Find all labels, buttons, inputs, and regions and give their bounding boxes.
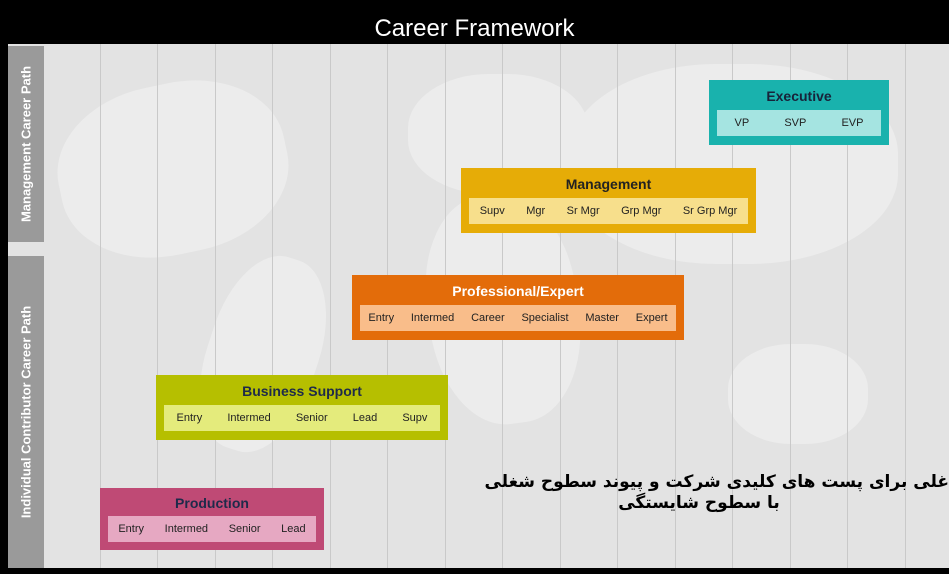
- level-intermed: Intermed: [410, 312, 455, 324]
- management-track: Management Supv Mgr Sr Mgr Grp Mgr Sr Gr…: [461, 168, 756, 233]
- level-intermed: Intermed: [227, 412, 271, 424]
- grid-line: [732, 44, 733, 568]
- level-supv: Supv: [402, 412, 428, 424]
- level-expert: Expert: [635, 312, 668, 324]
- business-title: Business Support: [242, 383, 362, 399]
- executive-track: Executive VP SVP EVP: [709, 80, 889, 145]
- level-senior: Senior: [228, 523, 261, 535]
- management-levels: Supv Mgr Sr Mgr Grp Mgr Sr Grp Mgr: [469, 198, 748, 224]
- production-title: Production: [175, 495, 249, 511]
- level-lead: Lead: [281, 523, 306, 535]
- individual-path-bar: Individual Contributor Career Path: [8, 256, 44, 568]
- individual-path-label: Individual Contributor Career Path: [18, 305, 34, 519]
- map-north-america: [42, 61, 304, 277]
- executive-levels: VP SVP EVP: [717, 110, 881, 136]
- level-sr-grp-mgr: Sr Grp Mgr: [682, 205, 738, 217]
- level-sr-mgr: Sr Mgr: [566, 205, 600, 217]
- grid-line: [905, 44, 906, 568]
- business-levels: Entry Intermed Senior Lead Supv: [164, 405, 440, 431]
- caption-line-2: با سطوح شایستگی: [618, 493, 780, 513]
- level-entry: Entry: [118, 523, 144, 535]
- level-vp: VP: [734, 117, 750, 129]
- level-senior: Senior: [295, 412, 328, 424]
- persian-caption: غلی برای پست های کلیدی شرکت و پیوند سطوح…: [449, 472, 949, 514]
- professional-levels: Entry Intermed Career Specialist Master …: [360, 305, 676, 331]
- grid-line: [272, 44, 273, 568]
- level-grp-mgr: Grp Mgr: [621, 205, 662, 217]
- professional-title: Professional/Expert: [452, 283, 584, 299]
- production-levels: Entry Intermed Senior Lead: [108, 516, 316, 542]
- level-entry: Entry: [368, 312, 395, 324]
- level-lead: Lead: [352, 412, 378, 424]
- caption-line-1: غلی برای پست های کلیدی شرکت و پیوند سطوح…: [484, 472, 949, 492]
- management-path-bar: Management Career Path: [8, 46, 44, 242]
- level-evp: EVP: [841, 117, 864, 129]
- grid-line: [157, 44, 158, 568]
- framework-canvas: Management Career Path Individual Contri…: [8, 44, 949, 568]
- level-entry: Entry: [176, 412, 203, 424]
- map-australia: [728, 344, 868, 444]
- grid-line: [215, 44, 216, 568]
- business-support-track: Business Support Entry Intermed Senior L…: [156, 375, 448, 440]
- management-path-label: Management Career Path: [18, 65, 34, 223]
- grid-line: [847, 44, 848, 568]
- level-career: Career: [471, 312, 505, 324]
- professional-track: Professional/Expert Entry Intermed Caree…: [352, 275, 684, 340]
- grid-line: [100, 44, 101, 568]
- level-specialist: Specialist: [521, 312, 569, 324]
- executive-title: Executive: [766, 88, 832, 104]
- management-title: Management: [565, 176, 652, 192]
- level-mgr: Mgr: [526, 205, 546, 217]
- level-supv: Supv: [479, 205, 505, 217]
- level-svp: SVP: [784, 117, 807, 129]
- grid-line: [790, 44, 791, 568]
- production-track: Production Entry Intermed Senior Lead: [100, 488, 324, 550]
- page-title: Career Framework: [0, 0, 949, 44]
- grid-line: [330, 44, 331, 568]
- level-master: Master: [585, 312, 619, 324]
- level-intermed: Intermed: [164, 523, 209, 535]
